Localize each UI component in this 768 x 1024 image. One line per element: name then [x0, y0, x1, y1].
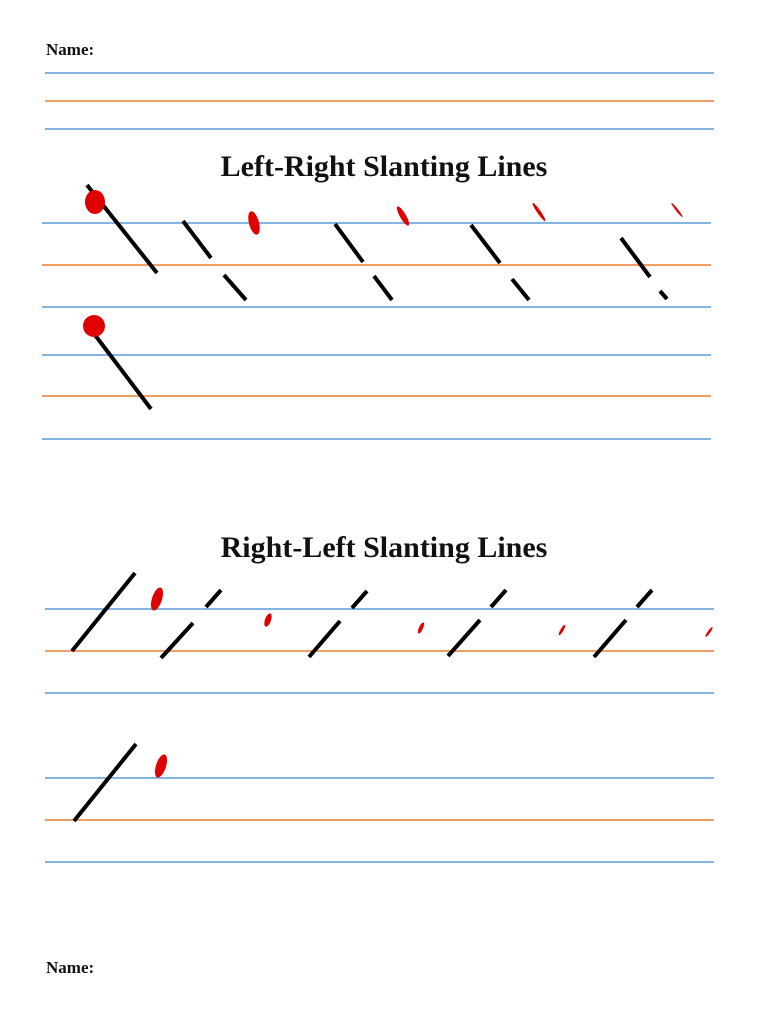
left-right-row-1-lines: [42, 222, 711, 308]
start-dot: [671, 202, 683, 218]
left-right-row-2-lines: [42, 354, 711, 440]
dashed-slant-stroke: [635, 588, 654, 609]
section-title-right-left: Right-Left Slanting Lines: [220, 531, 548, 564]
right-left-strokes: [70, 571, 713, 823]
dashed-slant-stroke: [372, 274, 394, 302]
name-label-bottom: Name:: [46, 958, 95, 977]
start-dot: [705, 627, 713, 637]
name-writing-lines: [45, 72, 714, 130]
model-slant-stroke: [93, 333, 153, 411]
right-left-row-2-lines: [45, 777, 714, 863]
dashed-slant-stroke: [159, 621, 195, 660]
model-slant-stroke: [72, 742, 138, 823]
start-dot: [417, 622, 425, 634]
start-dot: [85, 190, 105, 214]
dashed-slant-stroke: [446, 618, 482, 658]
dashed-slant-stroke: [307, 619, 342, 659]
dashed-slant-stroke: [619, 236, 652, 279]
dashed-slant-stroke: [333, 222, 365, 264]
start-dot: [532, 202, 546, 222]
start-dot: [264, 613, 272, 627]
start-dot: [83, 315, 105, 337]
dashed-slant-stroke: [489, 588, 508, 609]
right-left-row-1-lines: [45, 608, 714, 694]
dashed-slant-stroke: [469, 223, 502, 265]
dashed-slant-stroke: [592, 618, 628, 659]
dashed-slant-stroke: [510, 277, 531, 302]
dashed-slant-stroke: [204, 588, 223, 609]
start-dot: [150, 587, 164, 611]
dashed-slant-stroke: [222, 273, 248, 302]
model-slant-stroke: [70, 571, 137, 653]
section-title-left-right: Left-Right Slanting Lines: [220, 150, 548, 183]
start-dot: [558, 624, 566, 636]
left-right-strokes: [83, 183, 683, 411]
name-label-top: Name:: [46, 40, 95, 59]
dashed-slant-stroke: [181, 219, 213, 260]
dashed-slant-stroke: [658, 289, 669, 301]
start-dot: [154, 754, 168, 778]
start-dot: [396, 206, 410, 226]
start-dot: [248, 211, 260, 235]
dashed-slant-stroke: [350, 589, 369, 610]
